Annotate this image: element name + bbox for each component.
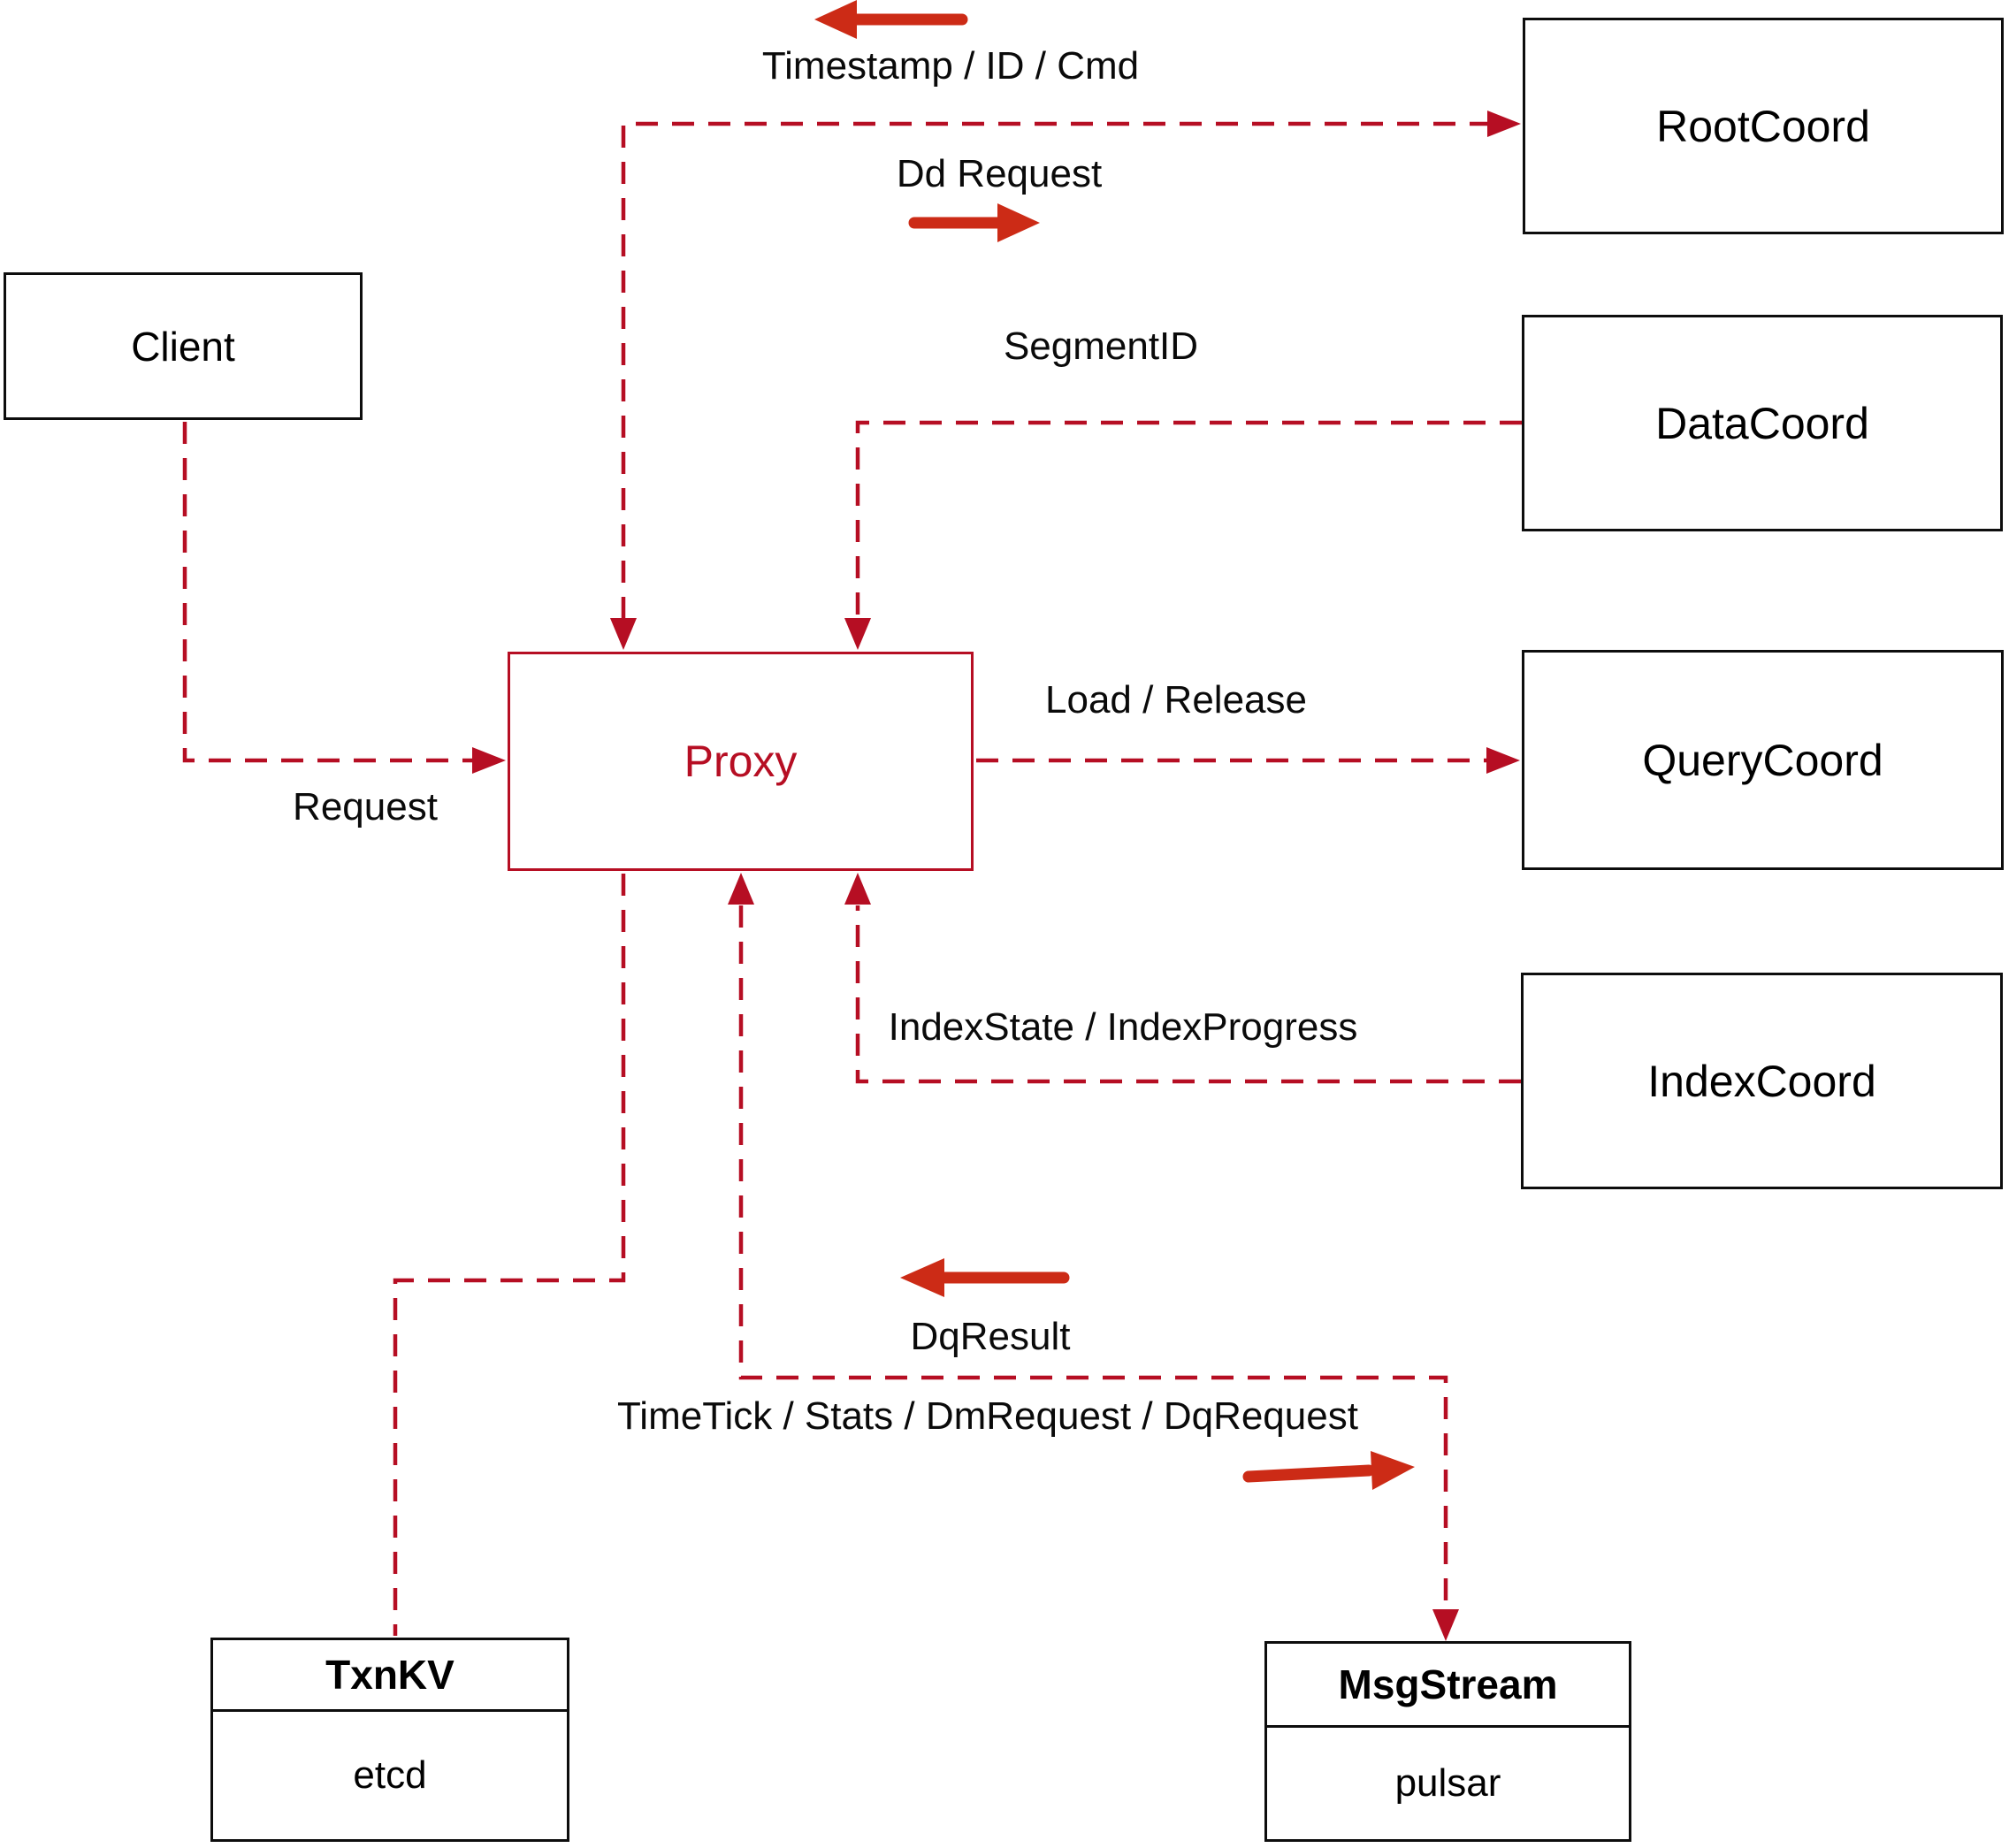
edge-label-dd-request: Dd Request <box>896 152 1103 195</box>
edge-client-proxy <box>182 422 472 763</box>
node-datacoord: DataCoord <box>1522 315 2003 531</box>
node-msgstream-body: pulsar <box>1267 1728 1629 1839</box>
node-txnkv-title-text: TxnKV <box>325 1652 455 1698</box>
direction-arrow-right-ddrequest-head-icon <box>997 203 1040 242</box>
node-proxy: Proxy <box>508 652 974 871</box>
edge-proxy-rootcoord <box>621 121 1487 619</box>
edge-proxy-msgstream <box>738 905 1448 1609</box>
arrowhead-into-proxy-top-left-icon <box>610 618 637 650</box>
node-rootcoord: RootCoord <box>1523 18 2004 234</box>
node-msgstream-subtitle-text: pulsar <box>1394 1761 1501 1805</box>
node-txnkv: TxnKV etcd <box>210 1638 569 1842</box>
arrowhead-into-querycoord-icon <box>1486 747 1520 774</box>
direction-arrow-right-timetick-head-icon <box>1371 1451 1415 1490</box>
edge-label-segment-id: SegmentID <box>1003 325 1199 368</box>
arrowhead-into-rootcoord-icon <box>1487 111 1521 137</box>
edge-label-request: Request <box>293 785 438 829</box>
edge-label-timetick-stats-dmrequest-dqrequest: TimeTick / Stats / DmRequest / DqRequest <box>617 1394 1358 1438</box>
arrowhead-into-proxy-left-icon <box>472 747 506 774</box>
node-txnkv-title: TxnKV <box>213 1640 567 1712</box>
edge-label-timestamp-id-cmd: Timestamp / ID / Cmd <box>761 44 1140 88</box>
arrowhead-into-proxy-top-right-icon <box>844 618 871 650</box>
node-msgstream-title: MsgStream <box>1267 1644 1629 1728</box>
node-indexcoord-label: IndexCoord <box>1647 1056 1876 1106</box>
direction-arrow-right-timetick-icon <box>1242 1464 1375 1483</box>
node-msgstream-title-text: MsgStream <box>1338 1661 1558 1707</box>
direction-arrow-left-dqresult-head-icon <box>900 1258 944 1297</box>
node-querycoord-label: QueryCoord <box>1642 735 1883 785</box>
direction-arrow-left-top-head-icon <box>814 0 857 39</box>
edge-label-dqresult: DqResult <box>910 1315 1071 1358</box>
edge-indexcoord-proxy <box>855 905 1521 1084</box>
edge-label-indexstate-indexprogress: IndexState / IndexProgress <box>888 1005 1358 1049</box>
node-msgstream: MsgStream pulsar <box>1264 1641 1631 1842</box>
node-indexcoord: IndexCoord <box>1521 973 2003 1189</box>
arrowhead-into-msgstream-icon <box>1432 1609 1459 1641</box>
arrowhead-into-proxy-bottom-mid-icon <box>728 873 754 905</box>
node-rootcoord-label: RootCoord <box>1656 101 1870 151</box>
node-txnkv-subtitle-text: etcd <box>353 1753 427 1797</box>
node-client-label: Client <box>131 323 235 370</box>
node-client: Client <box>4 272 363 420</box>
edge-label-load-release: Load / Release <box>1045 678 1307 722</box>
arrowhead-into-proxy-bottom-right-icon <box>844 873 871 905</box>
edge-datacoord-proxy <box>855 420 1522 619</box>
edge-proxy-txnkv <box>393 874 626 1636</box>
node-querycoord: QueryCoord <box>1522 650 2004 870</box>
node-proxy-label: Proxy <box>684 737 798 786</box>
node-txnkv-body: etcd <box>213 1712 567 1839</box>
node-datacoord-label: DataCoord <box>1655 398 1869 448</box>
